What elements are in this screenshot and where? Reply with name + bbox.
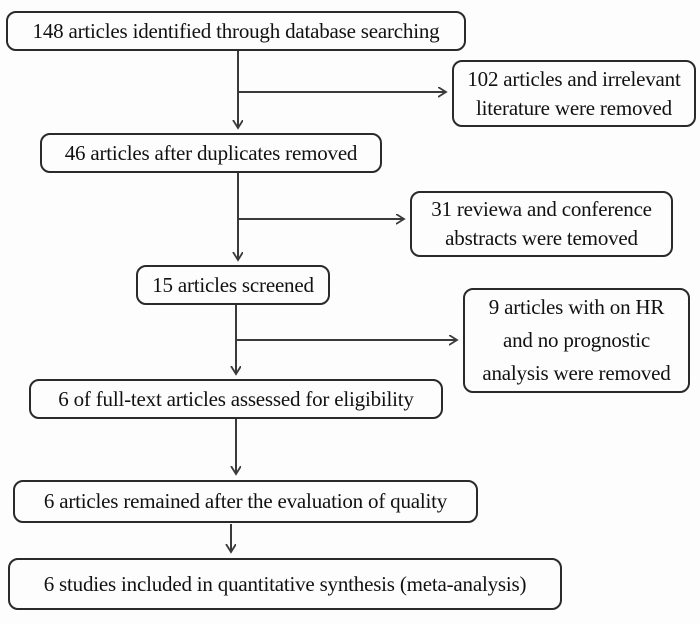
node-label-line: abstracts were temoved [445, 226, 638, 250]
node-records-identified: 148 articles identified through database… [6, 11, 466, 51]
node-label: 15 articles screened [152, 272, 314, 297]
node-excluded-reviews: 31 reviewa and conference abstracts were… [410, 191, 673, 257]
node-label-line: and no prognostic [502, 328, 651, 352]
node-label: 6 studies included in quantitative synth… [43, 571, 527, 596]
node-label: 6 articles remained after the evaluation… [43, 489, 448, 514]
node-excluded-no-hr: 9 articles with on HR and no prognostic … [463, 288, 690, 393]
node-included-meta-analysis: 6 studies included in quantitative synth… [8, 558, 562, 610]
node-label: 6 of full-text articles assessed for eli… [58, 386, 414, 411]
node-label-line: analysis were removed [482, 361, 671, 385]
node-label-line: 31 reviewa and conference [431, 197, 652, 221]
node-after-duplicates: 46 articles after duplicates removed [40, 133, 382, 173]
node-label-line: literature were removed [476, 95, 672, 120]
node-screened: 15 articles screened [136, 265, 330, 305]
node-label: 46 articles after duplicates removed [64, 140, 358, 165]
node-assessed-eligibility: 6 of full-text articles assessed for eli… [29, 379, 443, 419]
node-excluded-irrelevant: 102 articles and irrelevant literature w… [452, 60, 696, 127]
node-label-line: 102 articles and irrelevant [467, 66, 681, 91]
node-label-line: 9 articles with on HR [488, 295, 665, 319]
node-quality-evaluated: 6 articles remained after the evaluation… [13, 480, 478, 523]
node-label: 148 articles identified through database… [32, 18, 440, 43]
